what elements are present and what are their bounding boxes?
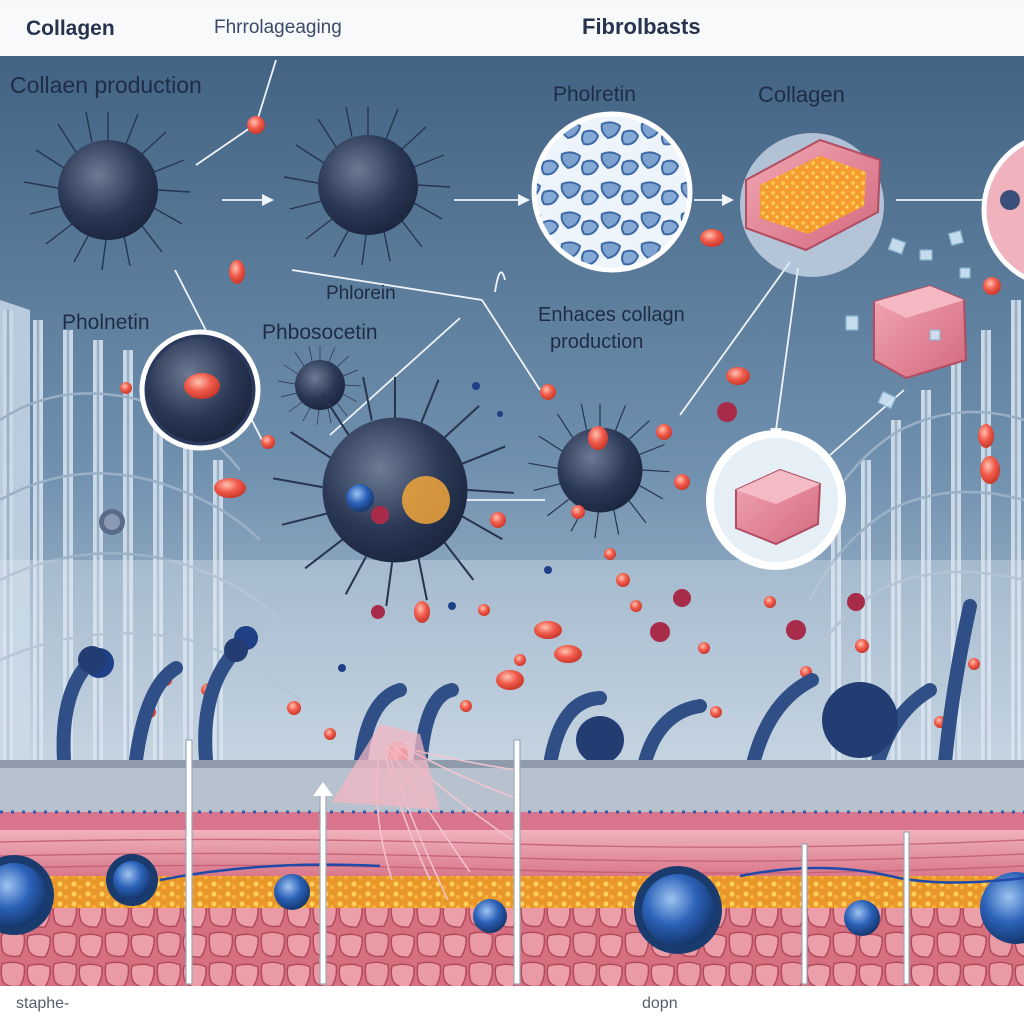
top-header-strip [0,0,1024,56]
label-top-fibrolbasts: Fibrolbasts [582,14,701,39]
label-bottom-staphe: staphe- [16,995,70,1012]
bottom-footer-strip [0,986,1024,1024]
label-collagen-mid: Collagen [758,82,845,107]
nucleus-magnifier [139,329,261,451]
label-phlorein: Phlorein [326,283,396,304]
mesh-magnifier [531,111,693,273]
label-collaen-production: Collaen production [10,72,202,98]
label-enhances-line1: Enhaces collagn [538,304,685,326]
label-phbosocetin: Phbosocetin [262,321,378,344]
label-enhances-line2: production [550,331,644,353]
label-top-fhrrolageaging: Fhrrolageaging [214,17,342,38]
measure-bars [185,739,910,985]
collagen-block-top [740,133,884,277]
collagen-block-bottom [706,430,846,570]
label-bottom-dopn: dopn [642,995,678,1012]
label-pholretin: Pholretin [553,83,636,106]
label-pholnetin: Pholnetin [62,311,150,334]
tissue-nuclei [0,854,1024,954]
label-top-collagen: Collagen [26,17,115,40]
floating-block [873,284,968,380]
